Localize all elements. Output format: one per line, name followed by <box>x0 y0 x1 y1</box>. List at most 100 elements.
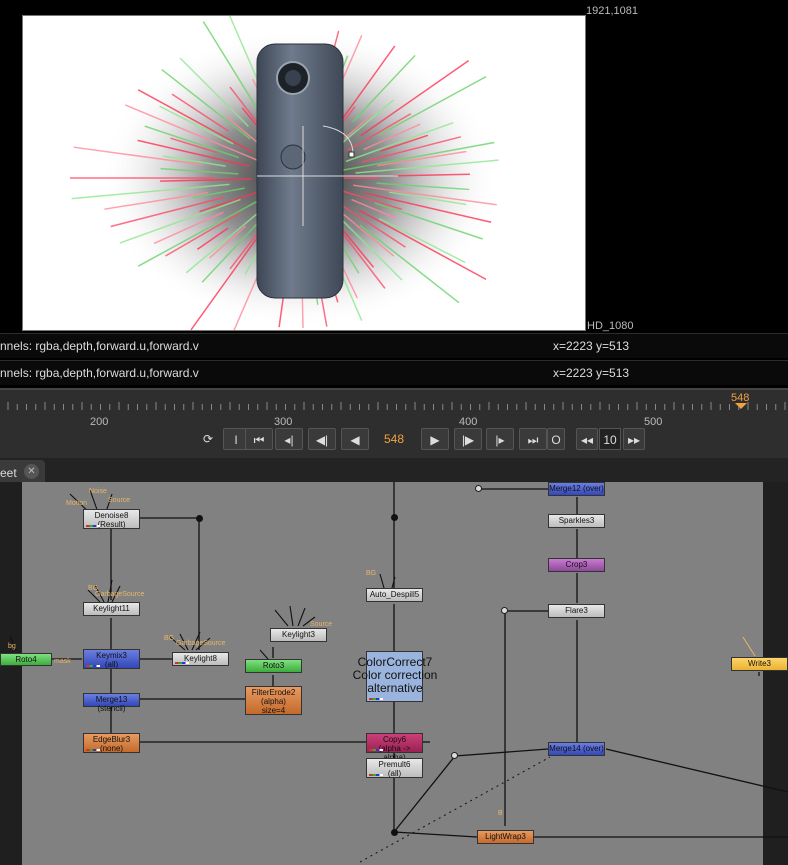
last-frame-icon[interactable]: ⏭ <box>519 428 547 450</box>
flare-ray <box>361 136 462 163</box>
node-merge13[interactable]: Merge13 (stencil) <box>83 693 140 713</box>
flare-ray <box>378 75 487 136</box>
play-backward-icon[interactable]: ◀ <box>341 428 369 450</box>
node-crop[interactable]: Crop3 <box>548 558 605 572</box>
flare-ray <box>144 125 240 159</box>
node-edgeblur[interactable]: EdgeBlur3 (none) <box>83 733 140 753</box>
elbow-dot[interactable] <box>501 607 508 614</box>
node-flare[interactable]: Flare3 <box>548 604 605 618</box>
node-autodespill[interactable]: Auto_Despill5 <box>366 588 423 602</box>
flare-ray <box>351 198 397 219</box>
flare-ray <box>353 184 497 206</box>
viewer-image[interactable] <box>22 15 586 331</box>
input-label: B <box>498 810 503 817</box>
input-label: Motion <box>66 500 88 507</box>
flare-ray <box>363 123 421 151</box>
flare-ray <box>185 211 260 274</box>
flare-ray <box>364 192 492 223</box>
timeline-ruler[interactable] <box>0 390 788 420</box>
flare-ray <box>165 211 242 257</box>
node-title: Copy6 <box>382 735 407 744</box>
cursor-readout: x=2223 y=513 <box>553 366 630 380</box>
node-keymix[interactable]: Keymix3 (all) <box>83 649 140 669</box>
close-icon[interactable]: ✕ <box>24 464 39 479</box>
flare-ray <box>359 224 460 304</box>
cursor-readout: x=2223 y=513 <box>553 339 630 353</box>
input-label: bg <box>8 643 16 650</box>
play-forward-icon[interactable]: ▶ <box>421 428 449 450</box>
input-label: GarbageSource <box>176 640 226 647</box>
skip-back-icon[interactable]: ◂◂ <box>576 428 598 450</box>
node-title: Premult6 <box>378 760 411 769</box>
playhead-marker[interactable] <box>735 403 747 409</box>
first-frame-icon[interactable]: ⏮ <box>245 428 273 450</box>
node-filtererode[interactable]: FilterErode2 (alpha) size=4 <box>245 686 302 715</box>
viewer-format-label: HD_1080 <box>587 320 634 332</box>
node-subtitle: size=4 <box>261 706 286 715</box>
flare-ray <box>119 198 241 244</box>
elbow-dot[interactable] <box>391 829 398 836</box>
viewer-panel[interactable]: 1921,1081 HD_1080 <box>0 0 788 333</box>
flare-ray <box>342 213 395 257</box>
node-write[interactable]: Write3 <box>731 657 788 671</box>
node-title: Auto_Despill5 <box>369 590 420 599</box>
flare-ray <box>71 183 230 200</box>
node-keylight3[interactable]: Keylight3 <box>270 628 327 642</box>
elbow-dot[interactable] <box>391 514 398 521</box>
flare-ray <box>376 182 470 191</box>
node-premult[interactable]: Premult6 (all) <box>366 758 423 778</box>
input-label: Source <box>108 497 131 504</box>
node-colorcorrect[interactable] <box>366 651 423 702</box>
node-colorcorrect-label: ColorCorrect7 Color correction alternati… <box>336 656 454 695</box>
input-label: BG <box>366 570 377 577</box>
node-title: Crop3 <box>565 560 588 569</box>
prev-keyframe-icon[interactable]: ◂| <box>275 428 303 450</box>
loop-mode-icon[interactable]: ⟳ <box>202 432 214 446</box>
flare-ray <box>340 227 375 268</box>
elbow-dot[interactable] <box>196 515 203 522</box>
node-subtitle: (alpha -> alpha) <box>378 744 411 762</box>
node-title: Roto4 <box>15 655 37 664</box>
frame-step-field[interactable]: 10 <box>599 428 621 450</box>
set-out-point-button[interactable]: O <box>547 428 565 450</box>
node-roto3[interactable]: Roto3 <box>245 659 302 673</box>
node-denoise[interactable]: Denoise8 (Result) <box>83 509 140 529</box>
node-roto4[interactable]: Roto4 <box>0 653 52 666</box>
viewer-coords-readout: 1921,1081 <box>586 5 638 17</box>
flare-ray <box>137 139 250 168</box>
node-subtitle: (all) <box>387 769 402 778</box>
input-label: Noise <box>89 488 107 495</box>
step-forward-icon[interactable]: |▶ <box>454 428 482 450</box>
step-back-icon[interactable]: ◀| <box>308 428 336 450</box>
node-lightwrap[interactable]: LightWrap3 <box>477 830 534 844</box>
node-keylight11[interactable]: Keylight11 <box>83 602 140 616</box>
node-sparkles[interactable]: Sparkles3 <box>548 514 605 528</box>
flare-ray <box>341 190 402 211</box>
flare-ray <box>208 225 247 259</box>
timeline[interactable]: 200 300 400 500 548 <box>0 388 788 458</box>
skip-forward-icon[interactable]: ▸▸ <box>623 428 645 450</box>
flare-ray <box>336 45 396 127</box>
flare-ray <box>377 150 467 167</box>
node-copy[interactable]: Copy6 (alpha -> alpha) <box>366 733 423 762</box>
flare-ray <box>171 93 229 132</box>
flare-ray <box>161 68 251 140</box>
flare-ray <box>358 209 487 281</box>
tab-node-graph[interactable]: eet ✕ <box>0 460 45 482</box>
next-keyframe-icon[interactable]: |▸ <box>486 428 514 450</box>
node-merge14[interactable]: Merge14 (over) <box>548 742 605 756</box>
elbow-dot[interactable] <box>451 752 458 759</box>
flare-ray <box>347 113 412 152</box>
node-title: Denoise8 <box>94 511 129 520</box>
current-frame-field[interactable]: 548 <box>383 432 405 446</box>
flare-ray <box>162 155 226 167</box>
elbow-dot[interactable] <box>475 485 482 492</box>
node-merge12[interactable]: Merge12 (over) <box>548 482 605 496</box>
flare-ray <box>125 104 262 163</box>
node-title: FilterErode2 <box>251 688 296 697</box>
node-title: Flare3 <box>565 606 588 615</box>
node-title: Merge13 (stencil) <box>95 695 128 713</box>
node-keylight8[interactable]: Keylight8 <box>172 652 229 666</box>
node-title: Keylight3 <box>282 630 315 639</box>
node-subtitle: (all) <box>104 660 119 669</box>
